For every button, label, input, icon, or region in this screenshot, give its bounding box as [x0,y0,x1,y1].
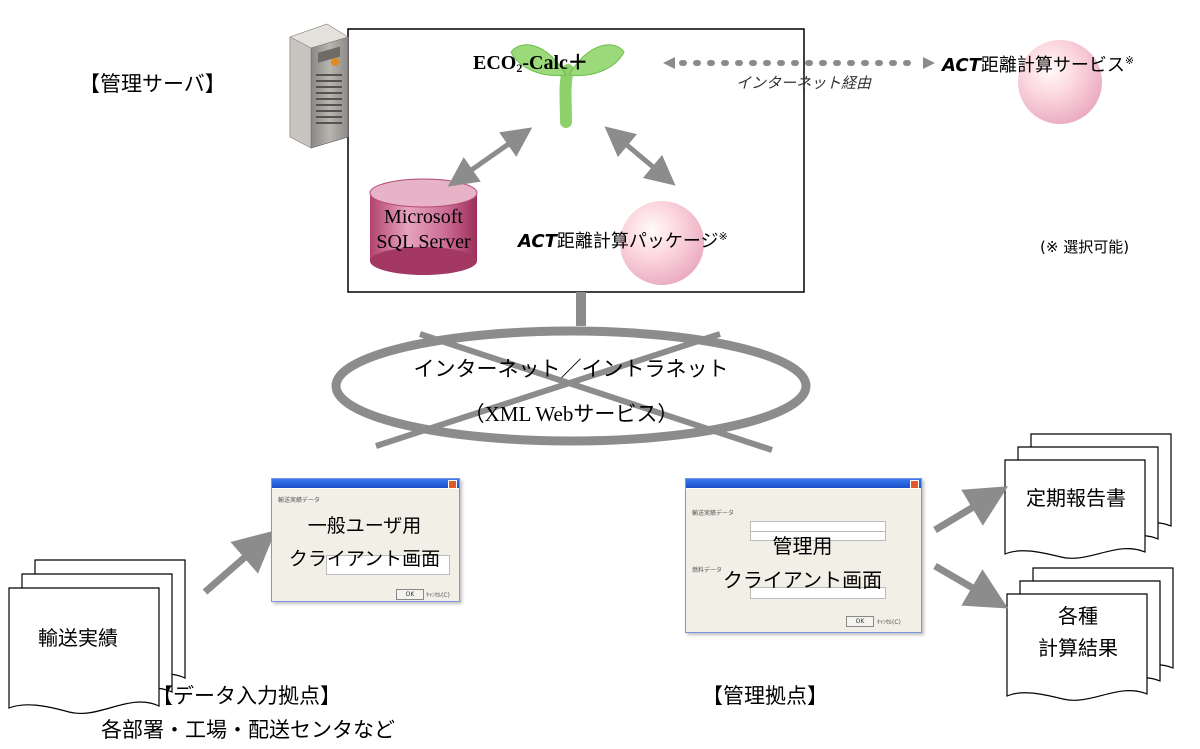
act-service-text: 距離計算サービス [980,55,1125,76]
optional-note: (※ 選択可能) [1040,238,1130,256]
close-icon[interactable] [910,480,919,489]
cancel-button[interactable]: ｷｬﾝｾﾙ(C) [877,619,901,626]
doc-stack-results-icon [1006,567,1174,701]
general-client-window: 輸送実績データ OK ｷｬﾝｾﾙ(C) [271,478,460,602]
general-client-line2: クライアント画面 [288,548,441,570]
sprout-logo-icon [510,44,625,128]
network-line-right [419,331,773,453]
cancel-button[interactable]: ｷｬﾝｾﾙ(C) [426,592,450,599]
network-ellipse [331,326,811,446]
field-box[interactable] [750,531,886,541]
act-package-mark: ※ [718,230,728,243]
ok-button[interactable]: OK [396,589,424,600]
act-package-sphere-icon [620,201,704,285]
general-client-line1: 一般ユーザ用 [307,515,422,537]
admin-client-line2: クライアント画面 [722,568,883,592]
network-line-left [375,331,721,449]
arrow-doc-to-client [202,530,276,595]
data-site-sub: 各部署・工場・配送センタなど [101,718,395,742]
arrow-app-db [447,127,533,187]
field-label: 輸送実績データ [692,510,735,517]
field-box[interactable] [750,587,886,599]
db-label-line2: SQL Server [376,231,471,253]
network-xml: XML Web [484,402,574,426]
ok-button[interactable]: OK [846,616,874,627]
network-paren-open: （ [463,402,485,426]
app-name: ECO2-Calc＋ [473,46,588,76]
close-icon[interactable] [448,480,457,489]
doc-stack-transport-icon [8,559,186,714]
results-label-line1: 各種 [1058,604,1098,628]
app-name-rest: -Calc＋ [522,52,588,74]
act-service-mark: ※ [1124,54,1135,67]
network-label-line1: インターネット／イントラネット [413,357,729,381]
db-label-line1: Microsoft [384,206,463,228]
admin-client-window: 輸送実績データ 燃料データ OK ｷｬﾝｾﾙ(C) [685,478,922,633]
admin-client-line1: 管理用 [772,534,833,558]
server-label: 【管理サーバ】 [79,72,226,96]
arrow-admin-to-results [933,562,1009,609]
field-label: 輸送実績データ [278,497,321,504]
network-services: サービス） [573,402,679,426]
act-service-label: ACT距離計算サービス※ [942,51,1134,77]
data-site-label: 【データ入力拠点】 [152,684,341,708]
network-label-line2: （XML Webサービス） [406,398,736,428]
admin-site-label: 【管理拠点】 [702,684,828,708]
database-cylinder-icon [369,178,478,275]
doc-transport-label: 輸送実績 [38,626,118,650]
act-package-italic: ACT [518,231,557,252]
app-name-main: ECO [473,52,517,74]
act-service-sphere-icon [1018,40,1102,124]
arrow-admin-to-report [933,486,1009,534]
window-body: 輸送実績データ 燃料データ OK ｷｬﾝｾﾙ(C) [686,489,921,632]
window-titlebar [686,479,921,488]
act-service-italic: ACT [942,55,981,76]
doc-stack-report-icon [1004,433,1172,559]
via-internet-label: インターネット経由 [736,74,872,92]
dotted-arrow-external [663,57,935,69]
field-label: 燃料データ [692,567,723,574]
act-package-label: ACT距離計算パッケージ※ [518,227,728,253]
arrow-app-package [604,126,676,186]
field-box[interactable] [326,555,450,575]
act-package-text: 距離計算パッケージ [556,231,719,252]
window-body: 輸送実績データ OK ｷｬﾝｾﾙ(C) [272,489,459,601]
results-label-line2: 計算結果 [1038,636,1118,660]
app-name-sub: 2 [516,61,523,75]
server-tower-icon [289,23,349,149]
report-label: 定期報告書 [1026,486,1126,510]
window-titlebar [272,479,459,488]
